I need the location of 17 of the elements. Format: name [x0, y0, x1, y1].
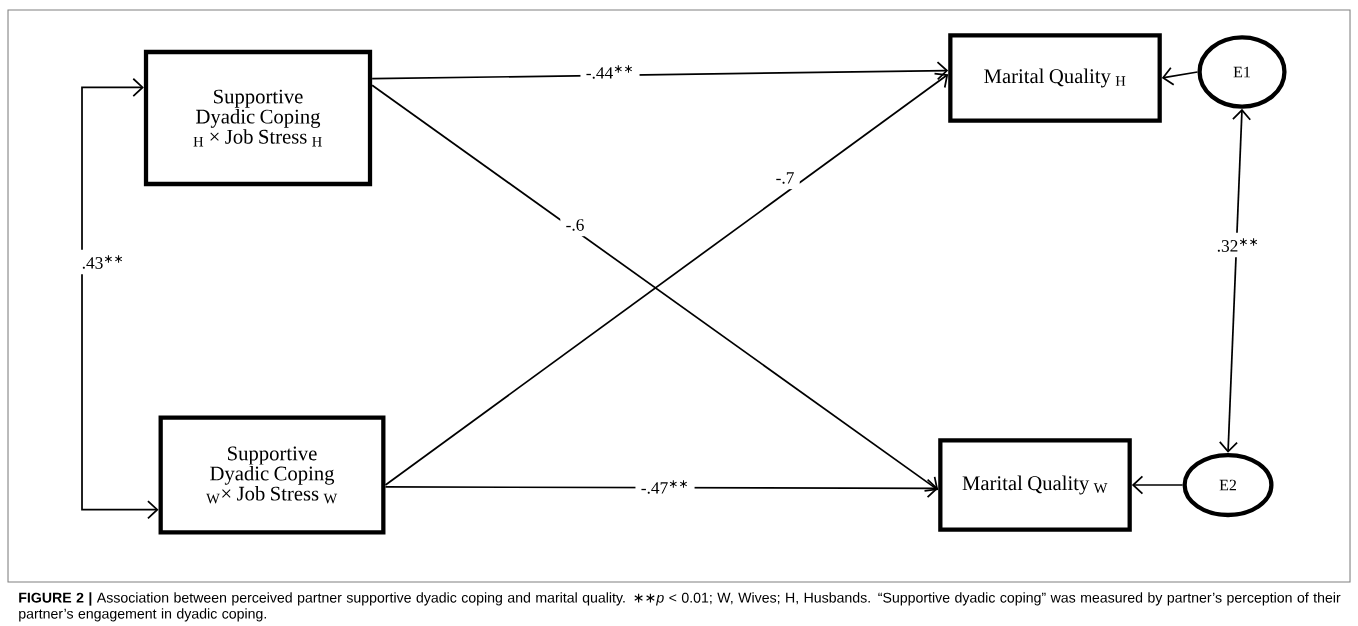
edge-label: -.47$^{∗∗}$: [635, 474, 695, 500]
arrow: [384, 478, 939, 498]
variable-box: Supportive Dyadic Coping $_{W}$× Job Stress $_{W}$: [158, 415, 386, 535]
arrow: [371, 61, 949, 81]
arrow: [1161, 66, 1199, 86]
edge-label: -.6: [560, 213, 590, 237]
figure-caption: FIGURE 2 | Association between perceived partner supportive dyadic coping and marital quality. ∗∗p < 0.01; W, Wives; H, Husbands. “Supportive dyadic coping” was measured by partner’s perception of their partner’s engagement in dyadic coping.: [19, 592, 1341, 622]
edge-label: -.44$^{∗∗}$: [580, 59, 640, 85]
edge-label: -.7: [770, 166, 800, 190]
variable-box: Marital Quality $_{H}$: [948, 33, 1162, 123]
arrow: [1131, 475, 1184, 495]
edge-label: .43$^{∗∗}$: [76, 249, 130, 275]
variable-box: Supportive Dyadic Coping $_{H}$ × Job Stress $_{H}$: [143, 49, 373, 187]
arrow: [81, 77, 159, 520]
arrow: [1218, 108, 1252, 453]
edge-label: .32$^{∗∗}$: [1211, 232, 1265, 258]
variable-box: Marital Quality $_{W}$: [938, 438, 1132, 532]
